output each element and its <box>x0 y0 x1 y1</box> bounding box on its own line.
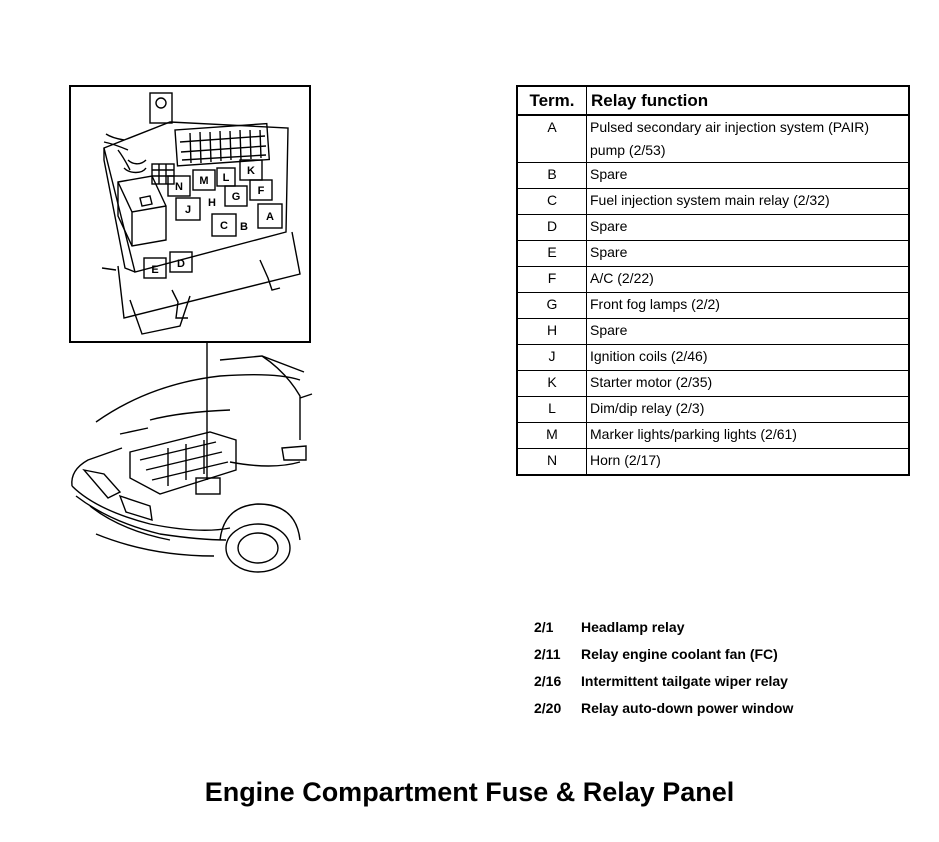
relay-position-label: B <box>240 221 248 233</box>
legend-item: 2/16 Intermittent tailgate wiper relay <box>534 673 793 700</box>
relay-position-label: F <box>258 185 265 197</box>
inset-frame <box>69 85 311 343</box>
legend-item: 2/11 Relay engine coolant fan (FC) <box>534 646 793 673</box>
legend-text: Intermittent tailgate wiper relay <box>581 673 788 689</box>
function-cell: Marker lights/parking lights (2/61) <box>586 422 910 449</box>
relay-position-label: N <box>175 181 183 193</box>
legend-text: Relay engine coolant fan (FC) <box>581 646 778 662</box>
term-cell: D <box>516 214 587 241</box>
term-cell: C <box>516 188 587 215</box>
function-cell: Fuel injection system main relay (2/32) <box>586 188 910 215</box>
relay-position-label: H <box>208 197 216 209</box>
relay-position-label: A <box>266 211 274 223</box>
table-header-row: Term. Relay function <box>516 85 910 116</box>
page-title: Engine Compartment Fuse & Relay Panel <box>204 777 735 807</box>
function-cell: Front fog lamps (2/2) <box>586 292 910 319</box>
term-cell: M <box>516 422 587 449</box>
term-cell: H <box>516 318 587 345</box>
term-cell: A <box>516 114 587 163</box>
relay-position-label: C <box>220 220 228 232</box>
car-drawing <box>71 355 313 573</box>
function-cell: Dim/dip relay (2/3) <box>586 396 910 423</box>
relay-position-label: G <box>232 191 241 203</box>
term-cell: L <box>516 396 587 423</box>
relay-position-label: E <box>151 264 158 276</box>
function-cell: Spare <box>586 162 910 189</box>
header-term: Term. <box>516 85 587 116</box>
fuse-box-labels: N M L K G F J H A C B E D <box>151 165 274 276</box>
term-cell: N <box>516 448 587 476</box>
function-cell: Starter motor (2/35) <box>586 370 910 397</box>
term-cell: K <box>516 370 587 397</box>
function-cell: Spare <box>586 318 910 345</box>
function-cell: Spare <box>586 214 910 241</box>
legend-code: 2/20 <box>534 700 562 716</box>
term-cell: J <box>516 344 587 371</box>
relay-position-label: J <box>185 204 191 216</box>
function-cell: A/C (2/22) <box>586 266 910 293</box>
legend-text: Relay auto-down power window <box>581 700 794 716</box>
term-cell: F <box>516 266 587 293</box>
relay-legend: 2/1 Headlamp relay 2/11 Relay engine coo… <box>534 619 793 727</box>
function-cell: Horn (2/17) <box>586 448 910 476</box>
legend-item: 2/20 Relay auto-down power window <box>534 700 793 727</box>
header-relay-function: Relay function <box>586 85 910 116</box>
function-cell: Pulsed secondary air injection system (P… <box>586 114 910 163</box>
term-cell: G <box>516 292 587 319</box>
function-cell: Spare <box>586 240 910 267</box>
legend-item: 2/1 Headlamp relay <box>534 619 793 646</box>
relay-position-label: L <box>223 172 230 184</box>
relay-position-label: M <box>199 175 208 187</box>
legend-code: 2/1 <box>534 619 554 635</box>
legend-code: 2/11 <box>534 646 561 662</box>
relay-position-label: D <box>177 258 185 270</box>
legend-text: Headlamp relay <box>581 619 685 635</box>
legend-code: 2/16 <box>534 673 562 689</box>
fuse-box-drawing <box>101 92 301 335</box>
term-cell: B <box>516 162 587 189</box>
relay-position-label: K <box>247 165 255 177</box>
term-cell: E <box>516 240 587 267</box>
function-cell: Ignition coils (2/46) <box>586 344 910 371</box>
